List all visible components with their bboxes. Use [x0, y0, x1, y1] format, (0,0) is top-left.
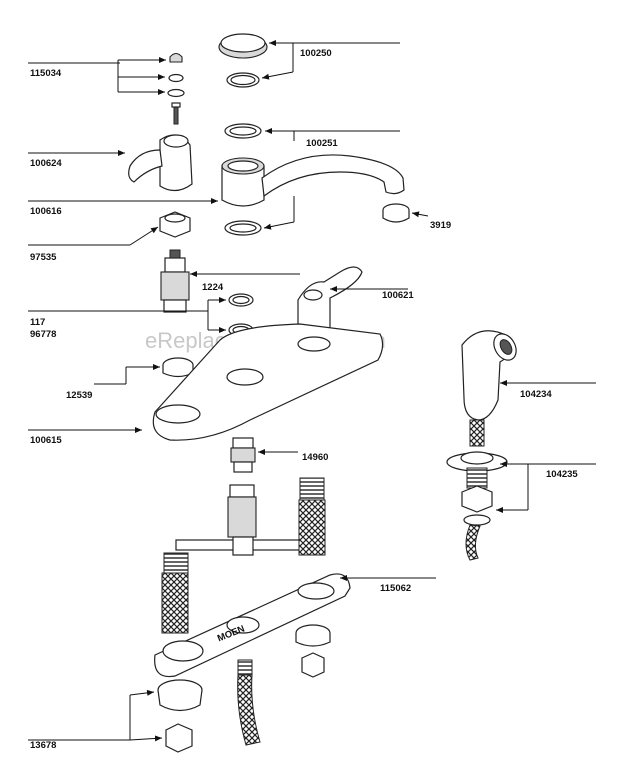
part-97535-nut: [159, 211, 191, 238]
label-13678: 13678: [30, 740, 56, 751]
part-valve-body: [161, 477, 326, 634]
part-13678-mounting-nut: [157, 679, 203, 753]
label-100250: 100250: [300, 48, 332, 59]
label-100624: 100624: [30, 158, 62, 169]
part-labels: 100250 115034 100251 100624 100616 3919 …: [30, 48, 578, 751]
part-100251-rings: [224, 123, 262, 236]
label-14960: 14960: [302, 452, 328, 463]
part-104234-spray-head: [461, 330, 517, 447]
label-3919: 3919: [430, 220, 451, 231]
label-104235: 104235: [546, 469, 578, 480]
part-cartridge: [160, 249, 190, 313]
part-100250-cap: [218, 33, 268, 88]
part-mounting-nut-right: [295, 624, 331, 678]
label-100616: 100616: [30, 206, 62, 217]
label-97535: 97535: [30, 252, 57, 263]
leader-lines: [28, 40, 596, 742]
label-100251: 100251: [306, 138, 338, 149]
label-104234: 104234: [520, 389, 552, 400]
part-115034-handle-hardware: [167, 52, 185, 125]
part-100615-base: [152, 323, 384, 441]
part-100616-spout: [221, 154, 410, 223]
label-115062: 115062: [380, 583, 411, 594]
part-104235-spray-base: [446, 451, 508, 561]
label-12539: 12539: [66, 390, 92, 401]
label-100621: 100621: [382, 290, 414, 301]
part-supply-hose: [237, 659, 261, 746]
label-96778: 96778: [30, 329, 56, 340]
label-115034: 115034: [30, 68, 62, 79]
part-12539-bushing: [162, 357, 194, 378]
part-100624-handle: [128, 134, 193, 192]
label-100615: 100615: [30, 435, 62, 446]
part-14960-valve: [230, 437, 256, 473]
label-117: 117: [30, 317, 45, 328]
label-1224: 1224: [202, 282, 224, 293]
part-115062-deck-plate: MOEN: [154, 573, 351, 678]
